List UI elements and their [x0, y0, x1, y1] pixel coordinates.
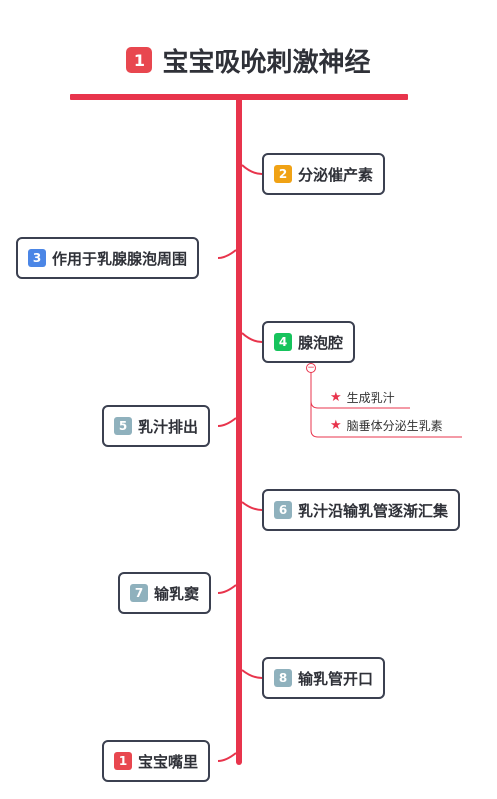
node-label: 腺泡腔 [298, 333, 344, 352]
connector-node-8 [241, 669, 263, 679]
connector-node-5 [217, 417, 237, 427]
star-icon: ★ [330, 417, 342, 433]
connector-node-3 [217, 249, 237, 259]
node-label: 输乳窦 [154, 584, 200, 603]
collapse-toggle-icon[interactable]: − [306, 363, 316, 373]
node-badge: 6 [274, 501, 292, 519]
connector-sub-2 [310, 400, 462, 438]
connector-node-4 [241, 332, 263, 343]
node-label: 作用于乳腺腺泡周围 [52, 249, 188, 268]
connector-node-2 [241, 164, 263, 175]
node-badge: 4 [274, 333, 292, 351]
connector-node-9 [217, 752, 237, 762]
root-badge: 1 [126, 47, 153, 73]
topic-node-7[interactable]: 7 输乳窦 [118, 572, 212, 614]
node-label: 乳汁沿输乳管逐渐汇集 [298, 501, 449, 520]
root-title: 宝宝吸吮刺激神经 [162, 47, 371, 78]
node-label: 分泌催产素 [298, 165, 374, 184]
topic-node-5[interactable]: 5 乳汁排出 [102, 405, 211, 447]
topic-node-3[interactable]: 3 作用于乳腺腺泡周围 [16, 237, 200, 279]
node-badge: 7 [130, 584, 148, 602]
topic-node-6[interactable]: 6 乳汁沿输乳管逐渐汇集 [262, 489, 461, 531]
node-label: 宝宝嘴里 [138, 752, 199, 771]
subtopic-2[interactable]: ★ 脑垂体分泌生乳素 [314, 414, 443, 436]
topic-node-8[interactable]: 8 输乳管开口 [262, 657, 386, 699]
connector-node-7 [217, 584, 237, 594]
star-icon: ★ [330, 389, 342, 405]
node-label: 乳汁排出 [138, 417, 199, 436]
node-badge: 5 [114, 417, 132, 435]
node-badge: 2 [274, 165, 292, 183]
main-spine [236, 97, 242, 765]
node-badge: 8 [274, 669, 292, 687]
root-topic[interactable]: 1 宝宝吸吮刺激神经 [0, 40, 497, 80]
topic-node-2[interactable]: 2 分泌催产素 [262, 153, 386, 195]
node-label: 输乳管开口 [298, 669, 374, 688]
topic-node-9[interactable]: 1 宝宝嘴里 [102, 740, 211, 782]
connector-node-6 [241, 501, 263, 511]
node-badge: 3 [28, 249, 46, 267]
subtopic-label: 生成乳汁 [346, 390, 395, 405]
node-badge: 1 [114, 752, 132, 770]
subtopic-1[interactable]: ★ 生成乳汁 [314, 386, 395, 408]
topic-node-4[interactable]: 4 腺泡腔 [262, 321, 356, 363]
subtopic-label: 脑垂体分泌生乳素 [346, 418, 443, 433]
